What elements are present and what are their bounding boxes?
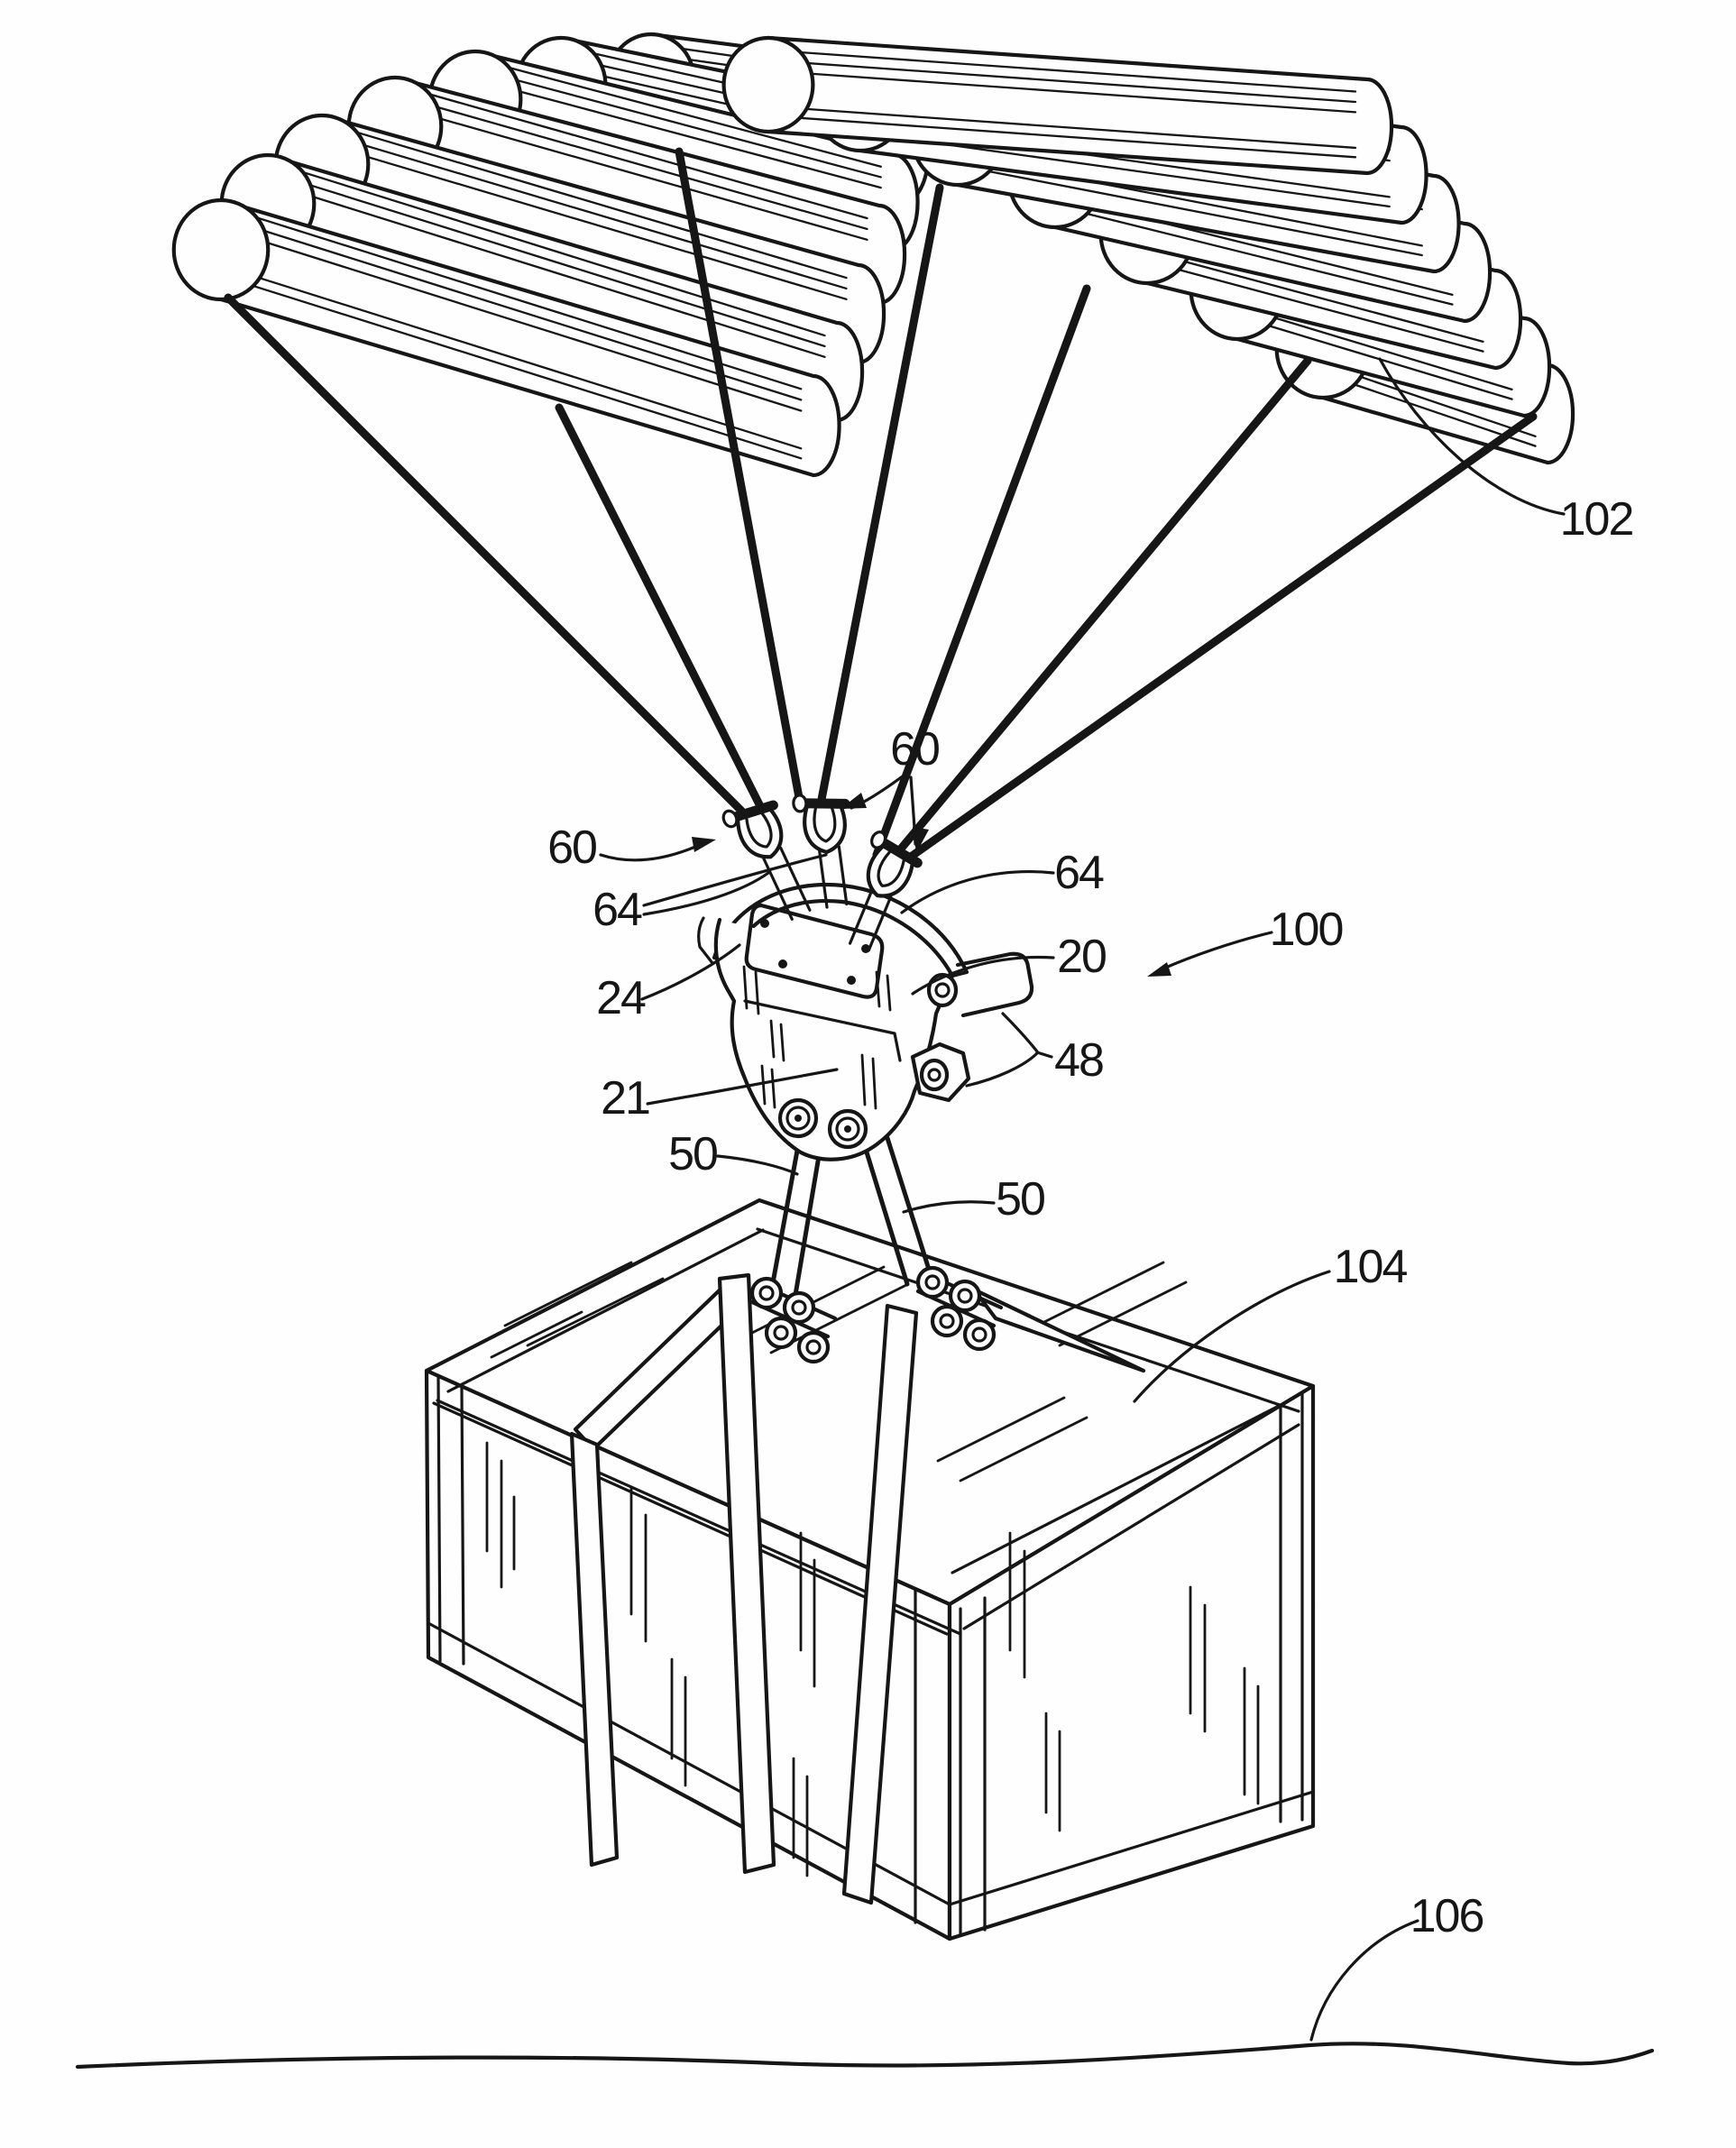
unit-bottom-bolts [777,1097,868,1150]
unit-right-ear [955,951,1034,1018]
webbing-front-right [841,1303,919,1905]
leader-60-left [599,842,703,862]
leader-20 [911,955,1055,996]
suspension-line-3 [675,147,805,812]
label-21-lower-housing: 21 [601,1072,649,1124]
crate-wood-grain [485,1261,1260,1877]
suspension-line-6 [888,356,1312,863]
canopy-cell-cap [721,35,815,134]
label-60-center: 60 [890,723,939,776]
webbing-front-middle [717,1272,776,1875]
label-50-right: 50 [996,1173,1044,1225]
leader-106 [1309,1919,1419,2042]
label-64-right: 64 [1054,847,1104,899]
unit-hatching [742,965,892,1110]
crate-frame [427,1227,1315,1936]
webbing-top-pointed-end [971,1287,1146,1373]
pivot-hole [926,972,959,1008]
suspension-line-5 [872,284,1091,859]
cover-screws [760,919,870,985]
arrowhead-60-left [692,837,716,852]
suspension-line-1 [224,293,749,819]
shackle-right [848,831,923,952]
leader-64-left-b [642,871,770,916]
suspension-line-7 [906,412,1538,861]
leader-104 [1133,1270,1331,1403]
shackle-left [721,800,812,921]
leader-64-right [900,870,1055,914]
risers-and-rollers [749,1135,1004,1364]
parafoil-canopy [171,32,1575,478]
canopy-cell-cap [171,197,271,302]
label-20-housing: 20 [1057,931,1106,983]
leader-48-a [1001,1012,1039,1053]
annotations: 102 60 60 64 64 20 24 48 21 50 [547,357,1634,2042]
webbing-front-left [569,1431,620,1868]
label-64-left: 64 [592,884,642,936]
riser-strap-right [861,1135,933,1287]
arrowhead-60-center-a [840,793,867,809]
unit-top-band [712,882,969,978]
leader-50-right [902,1200,996,1214]
roller-bolts-left [749,1276,831,1364]
roller-assembly-left [749,1276,838,1364]
canopy-cell-left-7 [171,197,841,478]
suspension-line-4 [814,183,944,818]
label-48-fitting: 48 [1054,1034,1103,1087]
shackle-center [792,794,850,909]
leader-50-left [716,1154,799,1176]
arrowhead-60-center-b [913,827,929,853]
label-50-left: 50 [668,1128,717,1180]
leader-48-b [965,1051,1039,1088]
leader-21 [646,1068,839,1106]
cargo-crate [424,1198,1316,1941]
roller-assembly-right [915,1265,1004,1352]
arrowhead-100 [1147,962,1171,977]
leader-48-tail [1035,1051,1053,1059]
leader-24 [640,943,741,1001]
label-60-left: 60 [547,822,596,874]
canopy-cell-right-7 [721,35,1394,176]
label-100-system: 100 [1270,904,1343,956]
crate-webbing-straps [569,1272,1146,1905]
label-104-crate: 104 [1334,1241,1408,1293]
unit-cover-plate [744,903,885,999]
suspension-line-2 [555,403,767,816]
crate-front-right-face [947,1383,1316,1941]
roller-bolts-right [915,1265,997,1352]
ground-line [75,2042,1655,2070]
suspension-lines [224,147,1538,863]
label-106-ground: 106 [1410,1890,1483,1942]
guidance-unit [697,794,1034,1161]
label-102-canopy: 102 [1560,493,1633,546]
label-24-cover: 24 [596,972,646,1024]
leader-102 [1378,357,1566,516]
leader-100 [1160,931,1273,971]
leader-64-left-a [642,853,828,907]
